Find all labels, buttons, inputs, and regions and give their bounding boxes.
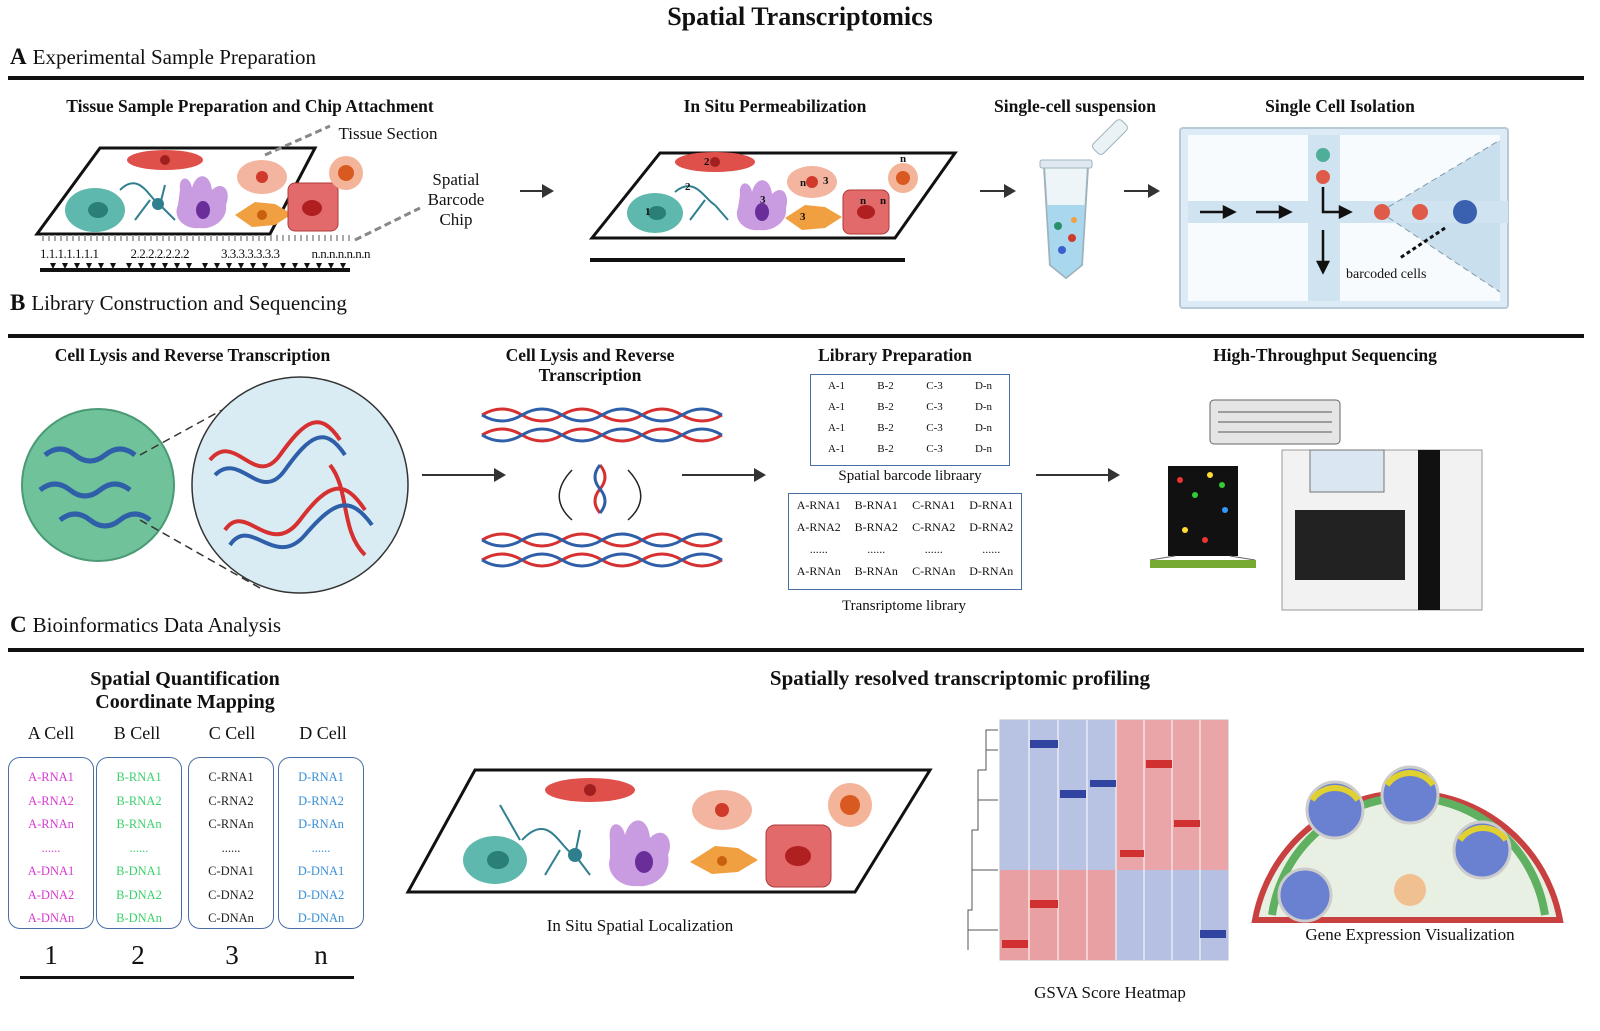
spatial-barcode-label: Spatial barcode libraary <box>838 468 982 484</box>
cell-c-index: 3 <box>225 940 239 970</box>
dna-strands <box>481 407 723 568</box>
chip-pointer <box>354 206 421 242</box>
section-c-rule <box>8 648 1584 652</box>
transcriptome-table <box>788 493 1022 590</box>
permeabilization-slide: 2 1 3 n 3 3 n n n 2 <box>588 151 958 262</box>
svg-text:n: n <box>860 195 866 207</box>
arrow-a2 <box>980 184 1016 198</box>
arrow-b1 <box>422 468 506 482</box>
cell-d-header: D Cell <box>299 723 347 743</box>
tissue-expression-map <box>1251 765 1564 923</box>
spatial-barcode-table <box>810 374 1010 466</box>
gsva-heatmap <box>967 719 1229 961</box>
transcriptome-label: Transriptome library <box>841 598 966 614</box>
cell-b-header: B Cell <box>113 723 161 743</box>
isolation-title: Single Cell Isolation <box>1265 96 1415 116</box>
svg-text:3: 3 <box>823 175 829 187</box>
arrow-a1 <box>520 184 554 198</box>
localization-slide <box>405 768 933 894</box>
tissue-section-pointer <box>264 124 331 157</box>
svg-text:n: n <box>880 195 886 207</box>
svg-text:2: 2 <box>685 181 691 193</box>
tube-icon <box>1039 119 1128 280</box>
svg-text:3: 3 <box>800 211 806 223</box>
panel-a-illustration: 2 1 3 n 3 3 n n n 2 <box>34 119 1509 309</box>
arrow-b3 <box>1036 468 1120 482</box>
svg-text:n: n <box>900 153 906 165</box>
figure-title: Spatial Transcriptomics <box>667 2 933 31</box>
arrow-b2 <box>682 468 766 482</box>
arrow-a3 <box>1124 184 1160 198</box>
barcoded-cells-label: barcoded cells <box>1346 267 1427 282</box>
profiling-title: Spatially resolved transcriptomic profil… <box>769 666 1151 690</box>
cell-d-index: n <box>314 940 328 970</box>
svg-text:3: 3 <box>760 194 766 206</box>
cell-b-index: 2 <box>131 940 145 970</box>
cell-a-header: A Cell <box>27 723 75 743</box>
section-a-rule <box>8 76 1584 80</box>
index-rule <box>20 976 354 979</box>
tissue-chip-slide <box>34 146 363 236</box>
microfluidic-chip <box>1179 127 1509 309</box>
visualization-label: Gene Expression Visualization <box>1305 925 1515 944</box>
svg-text:n: n <box>800 177 806 189</box>
svg-text:1: 1 <box>645 206 651 218</box>
cell-c-header: C Cell <box>208 723 256 743</box>
suspension-title: Single-cell suspension <box>994 96 1156 116</box>
heatmap-label: GSVA Score Heatmap <box>1034 983 1186 1002</box>
cell-nucleus-zoom <box>21 376 409 594</box>
panel-c-illustration <box>405 719 1564 961</box>
localization-label: In Situ Spatial Localization <box>546 916 734 935</box>
library-prep-title: Library Preparation <box>818 345 972 365</box>
sequencing-title: High-Throughput Sequencing <box>1213 345 1437 365</box>
tissue-prep-title: Tissue Sample Preparation and Chip Attac… <box>66 96 434 116</box>
permeabilization-title: In Situ Permeabilization <box>683 96 867 116</box>
cell-a-index: 1 <box>44 940 58 970</box>
section-b-rule <box>8 334 1584 338</box>
panel-b-illustration <box>21 376 1483 611</box>
tissue-section-label: Tissue Section <box>338 124 438 143</box>
svg-text:2: 2 <box>704 156 710 168</box>
lysis-title: Cell Lysis and Reverse Transcription <box>54 345 331 365</box>
barcode-array <box>40 235 350 272</box>
sequencer-icon <box>1149 399 1483 611</box>
